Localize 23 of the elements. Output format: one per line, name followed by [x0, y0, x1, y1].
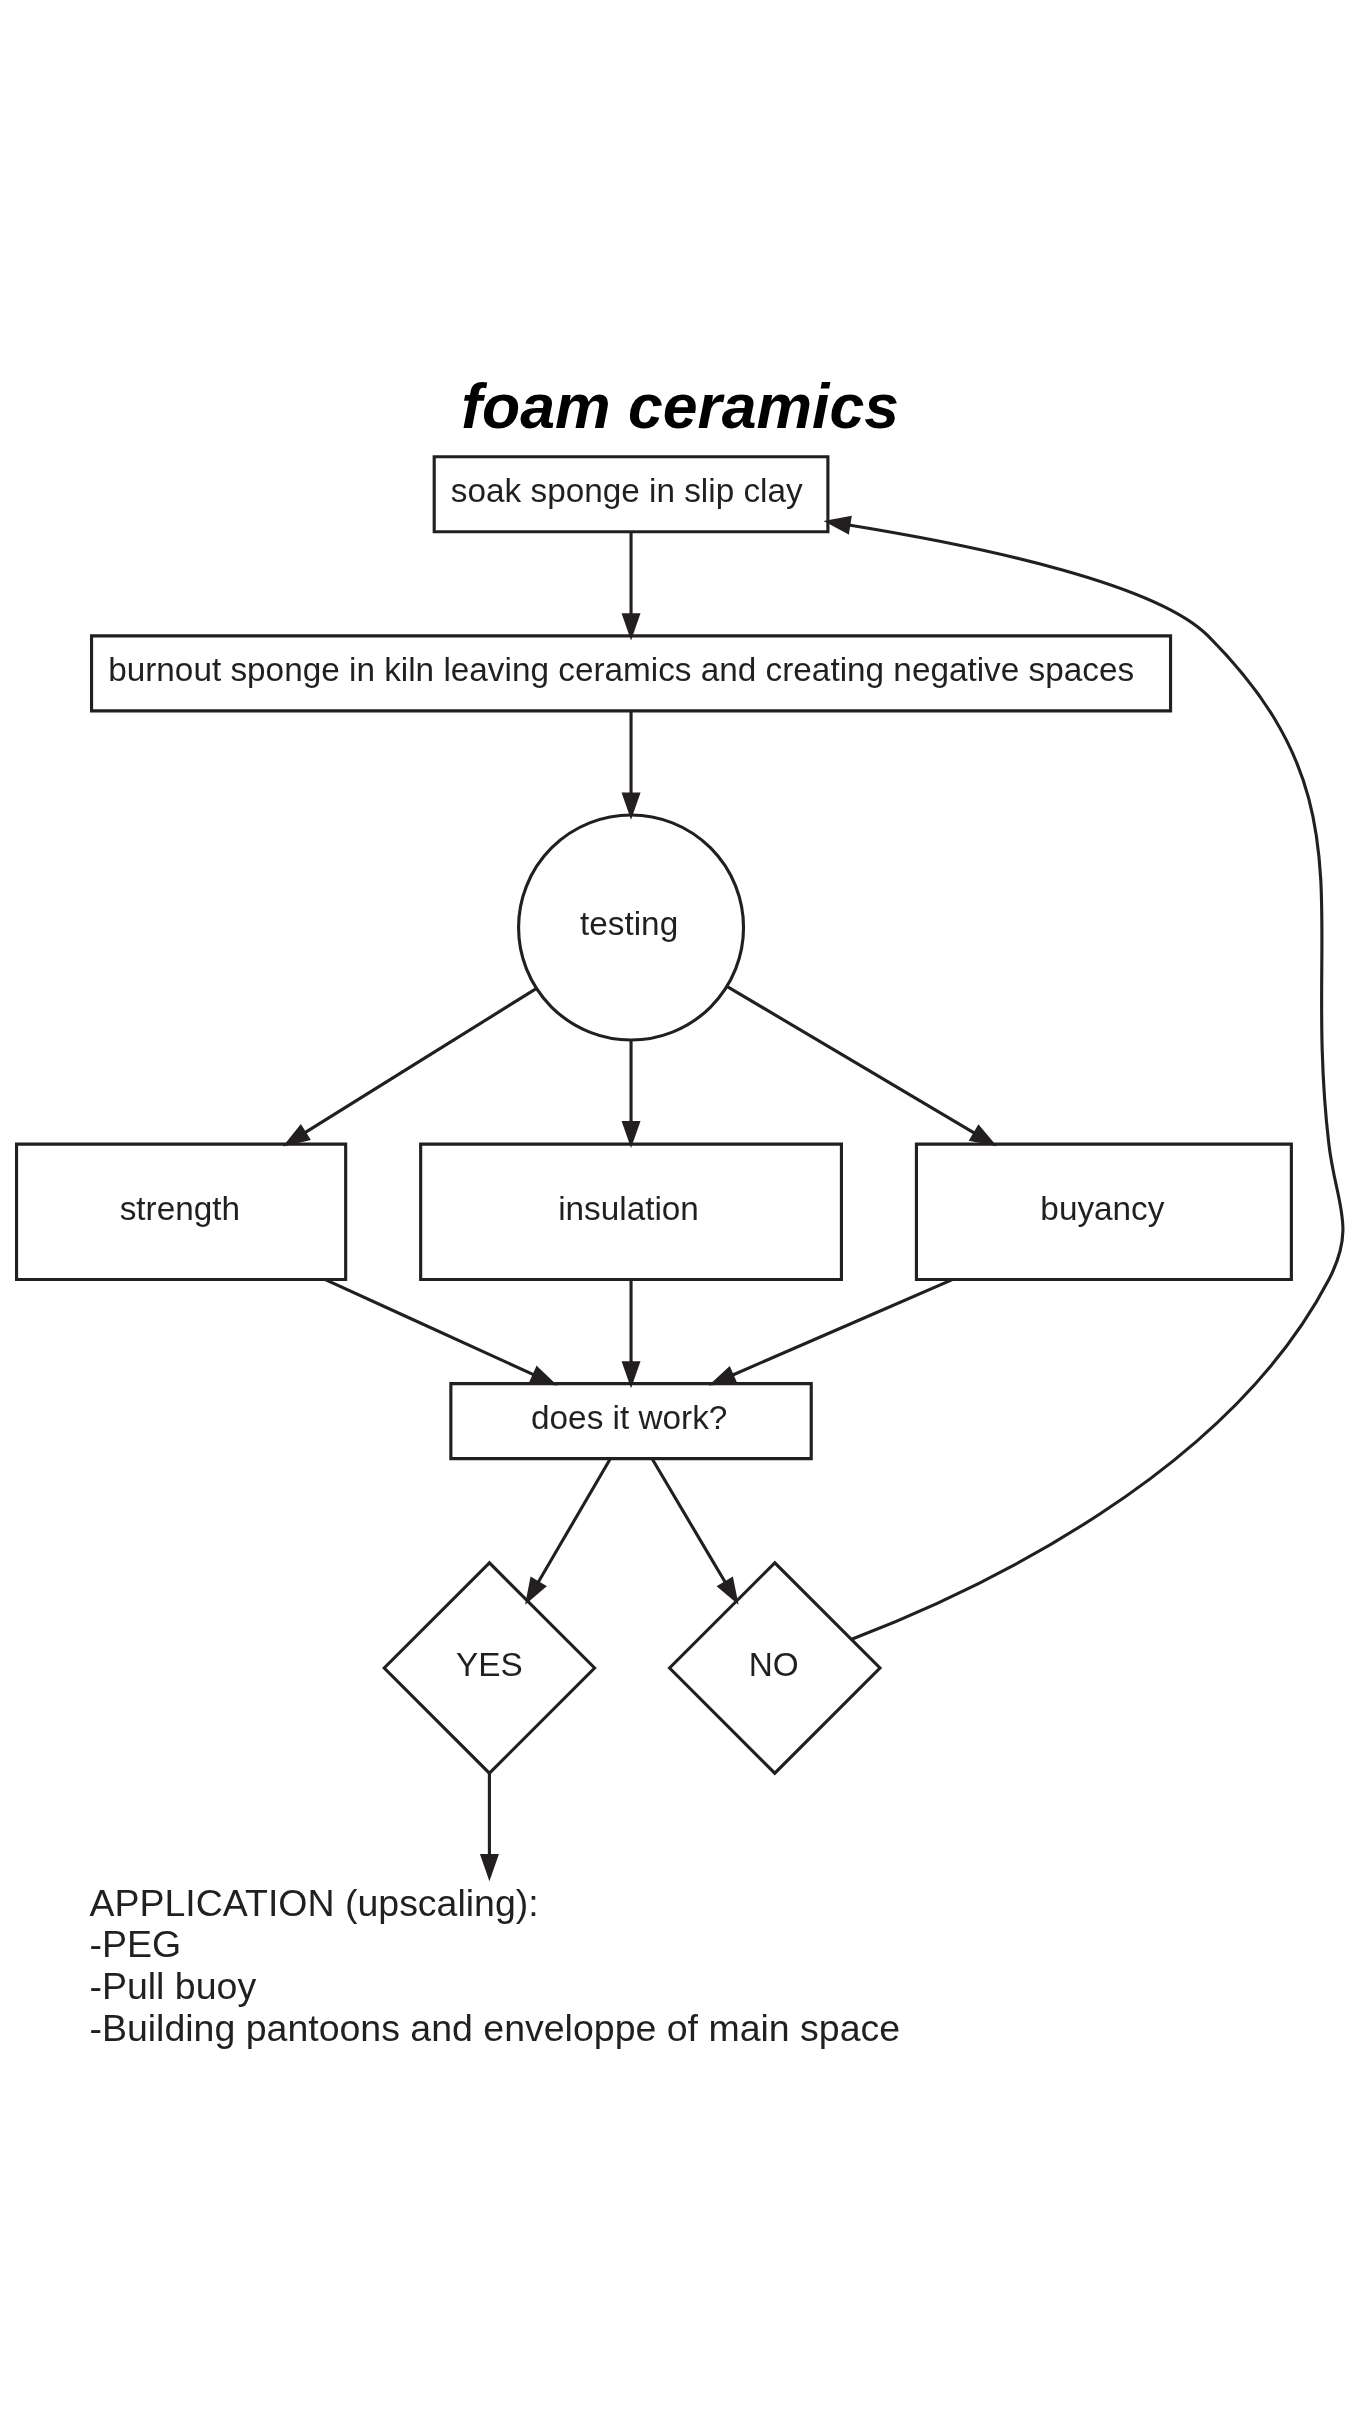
node-text: APPLICATION (upscaling): -PEG -Pull buoy -Building pantoons and enveloppe of main space: [89, 1881, 901, 2049]
arrow: [621, 1039, 641, 1148]
node-box: burnout sponge in kiln leaving ceramics and creating negative spaces: [90, 633, 1173, 712]
node-box: soak sponge in slip clay: [432, 454, 830, 533]
arrow: [823, 515, 1345, 1641]
node-circle: testing: [517, 812, 746, 1042]
node-box: buyancy: [914, 1142, 1293, 1281]
node-box: strength: [15, 1142, 348, 1281]
arrow: [621, 1279, 641, 1388]
node-diamond: YES: [382, 1560, 597, 1775]
arrow: [708, 1277, 953, 1385]
arrow: [621, 710, 641, 820]
arrow: [479, 1773, 499, 1881]
diagram-title: foam ceramics: [461, 370, 899, 441]
node-box: does it work?: [449, 1381, 813, 1460]
node-diamond: NO: [667, 1560, 883, 1775]
arrow: [621, 532, 641, 640]
node-box: insulation: [419, 1142, 843, 1281]
arrow: [726, 984, 997, 1146]
arrow: [324, 1277, 558, 1385]
arrow: [650, 1457, 739, 1605]
arrow: [525, 1457, 612, 1605]
arrow: [282, 986, 537, 1146]
